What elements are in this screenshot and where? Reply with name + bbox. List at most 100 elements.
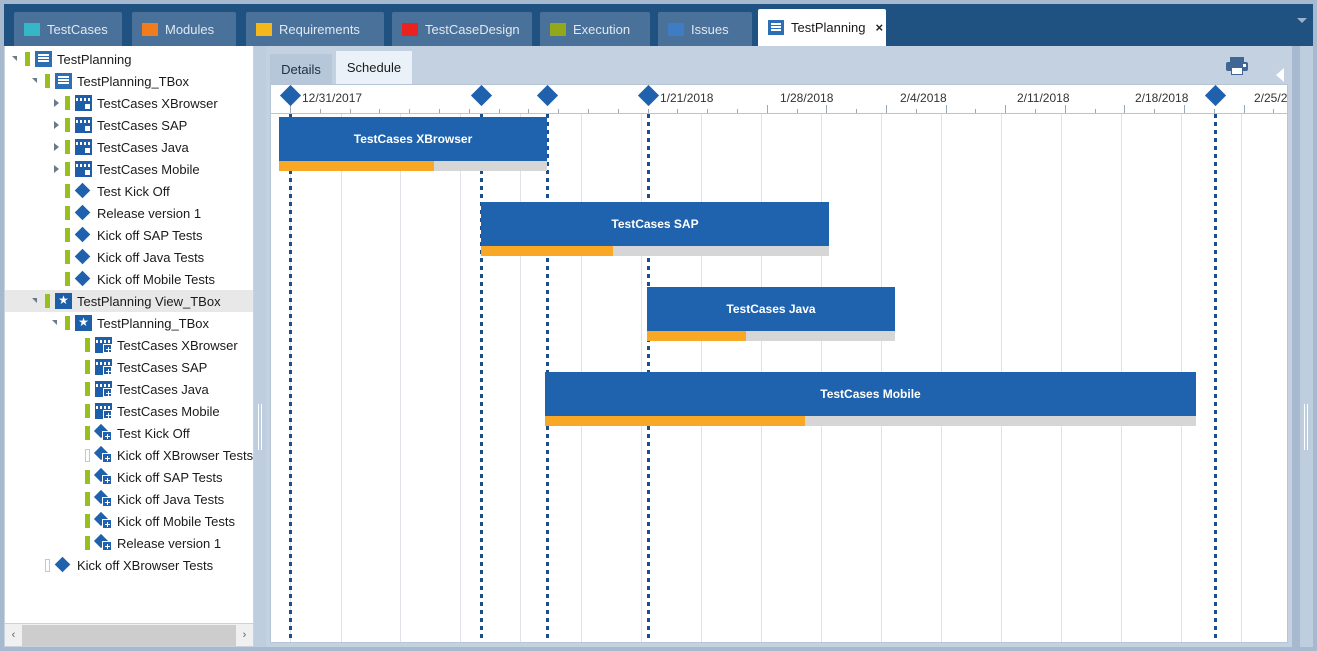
tree-item-test-kick-off[interactable]: Test Kick Off — [5, 422, 253, 444]
folder-icon — [668, 22, 684, 36]
timeline-tick — [1035, 109, 1036, 113]
tree-item-label: Kick off Mobile Tests — [117, 513, 236, 529]
timeline-tick — [528, 109, 530, 113]
tree-horizontal-scrollbar[interactable]: ‹ › — [4, 624, 254, 647]
milestone-diamond-icon[interactable] — [470, 85, 493, 107]
tree-item-kick-off-sap-tests[interactable]: Kick off SAP Tests — [5, 466, 253, 488]
timeline-tick — [647, 109, 649, 113]
scrollbar-thumb[interactable] — [22, 624, 236, 646]
milestone-diamond-icon[interactable] — [1204, 85, 1227, 107]
timeline-tick — [1124, 105, 1126, 113]
chevron-right-icon[interactable] — [49, 114, 65, 136]
tree-item-testcases-xbrowser[interactable]: TestCases XBrowser — [5, 334, 253, 356]
tree-twisty-placeholder — [29, 554, 45, 576]
tree-item-label: TestCases Java — [97, 139, 189, 155]
scroll-right-arrow-icon[interactable]: › — [242, 629, 247, 641]
milestone-link-icon — [95, 513, 112, 529]
tree-item-label: TestCases Mobile — [97, 161, 200, 177]
chevron-right-icon[interactable] — [49, 92, 65, 114]
tree-twisty-placeholder — [69, 378, 85, 400]
tree-item-testplanning-tbox[interactable]: TestPlanning_TBox — [5, 70, 253, 92]
right-splitter-handle[interactable] — [1300, 46, 1313, 647]
tree-indent-spacer — [5, 92, 49, 114]
milestone-diamond-icon[interactable] — [536, 85, 559, 107]
tree-twisty-placeholder — [69, 422, 85, 444]
folder-icon — [550, 22, 566, 36]
tree-item-testcases-sap[interactable]: TestCases SAP — [5, 114, 253, 136]
timeline-tick — [975, 109, 977, 113]
tree-item-kick-off-sap-tests[interactable]: Kick off SAP Tests — [5, 224, 253, 246]
printer-led-shape — [1243, 64, 1246, 67]
tree-item-kick-off-mobile-tests[interactable]: Kick off Mobile Tests — [5, 510, 253, 532]
tree-item-kick-off-mobile-tests[interactable]: Kick off Mobile Tests — [5, 268, 253, 290]
chevron-right-icon[interactable] — [49, 136, 65, 158]
tree-twisty-placeholder — [49, 268, 65, 290]
tree-item-testplanning-view-tbox[interactable]: TestPlanning View_TBox — [5, 290, 253, 312]
milestone-diamond-icon[interactable] — [637, 85, 660, 107]
timeline-tick — [1273, 109, 1275, 113]
tree-item-testcases-xbrowser[interactable]: TestCases XBrowser — [5, 92, 253, 114]
gantt-task-bar[interactable]: TestCases XBrowser — [279, 117, 547, 161]
gantt-task-bar[interactable]: TestCases Mobile — [545, 372, 1196, 416]
testcase-icon — [75, 117, 92, 133]
tab-requirements[interactable]: Requirements — [246, 12, 384, 46]
tab-modules[interactable]: Modules — [132, 12, 236, 46]
gantt-progress-track — [647, 331, 895, 341]
tab-details[interactable]: Details — [270, 54, 332, 84]
scroll-left-arrow-icon[interactable]: ‹ — [11, 629, 16, 641]
tree-item-testcases-sap[interactable]: TestCases SAP — [5, 356, 253, 378]
tree-item-kick-off-java-tests[interactable]: Kick off Java Tests — [5, 246, 253, 268]
tree-item-testcases-java[interactable]: TestCases Java — [5, 378, 253, 400]
chevron-down-icon[interactable] — [29, 290, 45, 312]
tree-item-testplanning[interactable]: TestPlanning — [5, 48, 253, 70]
tree-indent-spacer — [5, 400, 69, 422]
tab-close-icon[interactable]: × — [875, 20, 884, 35]
tab-execution[interactable]: Execution — [540, 12, 650, 46]
timeline-tick — [915, 109, 917, 113]
tree-item-testcases-mobile[interactable]: TestCases Mobile — [5, 158, 253, 180]
tab-schedule[interactable]: Schedule — [336, 51, 412, 84]
tree-item-label: TestCases SAP — [117, 359, 208, 375]
tab-testcases[interactable]: TestCases — [14, 12, 122, 46]
collapse-left-icon[interactable] — [1276, 68, 1284, 82]
timeline-tick — [468, 109, 470, 113]
gantt-task-bar[interactable]: TestCases Java — [647, 287, 895, 331]
chevron-down-icon[interactable] — [9, 48, 25, 70]
chevron-down-icon[interactable] — [49, 312, 65, 334]
gantt-task-row: TestCases Mobile — [545, 372, 1196, 426]
tree-indent-spacer — [5, 444, 69, 466]
chevron-down-icon[interactable] — [29, 70, 45, 92]
timeline-tick — [766, 105, 768, 113]
tab-testcasedesign[interactable]: TestCaseDesign — [392, 12, 532, 46]
tree-indent-spacer — [5, 334, 69, 356]
tree-item-kick-off-java-tests[interactable]: Kick off Java Tests — [5, 488, 253, 510]
status-marker-empty — [45, 558, 50, 572]
tree-item-testcases-java[interactable]: TestCases Java — [5, 136, 253, 158]
left-splitter-handle[interactable] — [254, 46, 266, 647]
milestone-diamond-icon[interactable] — [279, 85, 302, 107]
tree-item-testcases-mobile[interactable]: TestCases Mobile — [5, 400, 253, 422]
timeline-date-label: 12/31/2017 — [302, 91, 363, 105]
gantt-progress-fill — [481, 246, 614, 256]
tree-item-release-version-1[interactable]: Release version 1 — [5, 202, 253, 224]
gantt-progress-track — [545, 416, 1196, 426]
tree-twisty-placeholder — [49, 224, 65, 246]
tab-overflow-chevron-down-icon[interactable] — [1297, 18, 1307, 23]
tree-item-kick-off-xbrowser-tests[interactable]: Kick off XBrowser Tests — [5, 444, 253, 466]
folder-icon — [24, 22, 40, 36]
print-icon[interactable] — [1226, 57, 1248, 75]
tab-issues[interactable]: Issues — [658, 12, 752, 46]
tree-item-kick-off-xbrowser-tests[interactable]: Kick off XBrowser Tests — [5, 554, 253, 576]
tree-item-test-kick-off[interactable]: Test Kick Off — [5, 180, 253, 202]
gantt-task-bar[interactable]: TestCases SAP — [481, 202, 829, 246]
timeline-tick — [290, 105, 291, 113]
gantt-progress-fill — [647, 331, 747, 341]
tree-item-label: Kick off Java Tests — [97, 249, 205, 265]
tree-item-testplanning-tbox[interactable]: TestPlanning_TBox — [5, 312, 253, 334]
timeline-tick — [856, 109, 858, 113]
gantt-task-row: TestCases XBrowser — [279, 117, 547, 171]
tree-item-release-version-1[interactable]: Release version 1 — [5, 532, 253, 554]
tab-testplanning[interactable]: TestPlanning× — [758, 9, 886, 46]
chevron-right-icon[interactable] — [49, 158, 65, 180]
gantt-task-label: TestCases SAP — [611, 217, 699, 231]
